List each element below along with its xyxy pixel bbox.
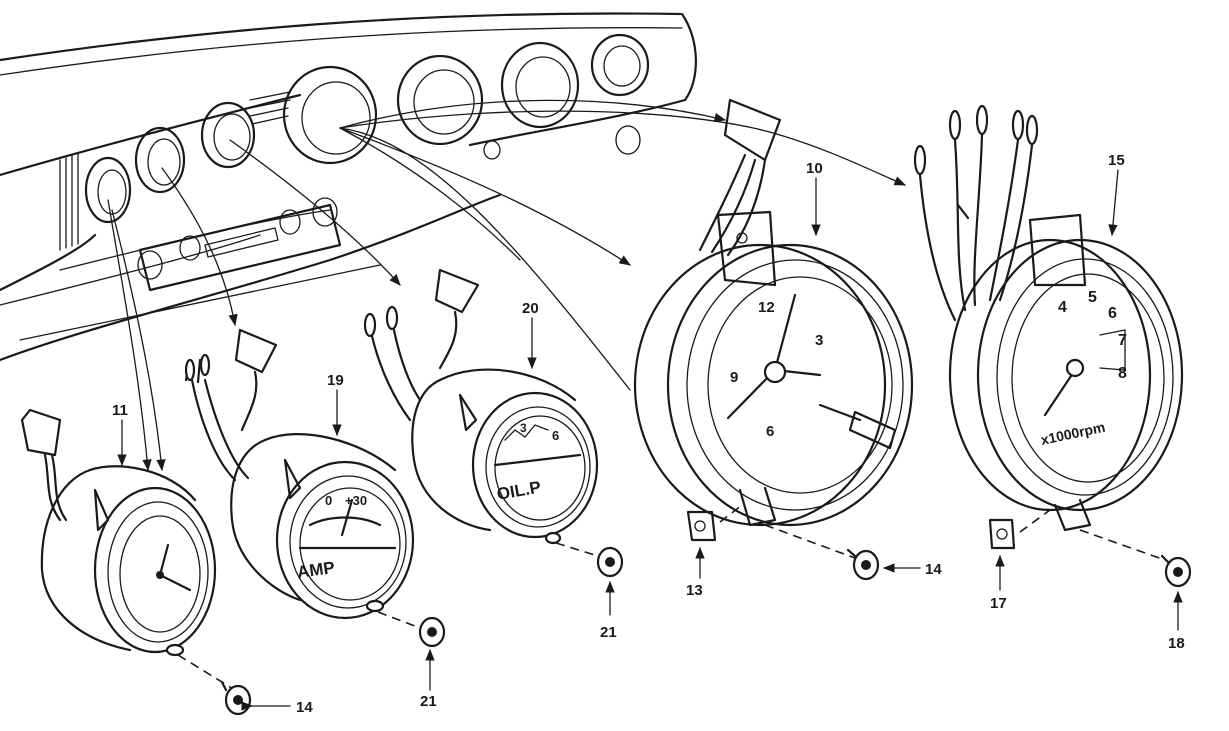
tach-number-5: 5 xyxy=(1088,289,1097,306)
clock-number-9: 9 xyxy=(730,369,738,386)
screw-21-left xyxy=(418,616,446,648)
gauge-amp-19 xyxy=(184,328,415,620)
clock10-screw-path xyxy=(764,524,856,559)
oil-screw-path xyxy=(555,542,599,557)
gauge-tach-15 xyxy=(913,104,1184,532)
callout-19: 19 xyxy=(327,372,344,389)
tach-number-7: 7 xyxy=(1118,332,1127,349)
callout-leaders xyxy=(117,169,1119,467)
callout-10: 10 xyxy=(806,160,823,177)
oil-dial-max: 6 xyxy=(552,428,559,443)
amp-screw-path xyxy=(377,611,421,629)
gauge-oil-20 xyxy=(363,268,599,545)
clock-number-3: 3 xyxy=(815,332,823,349)
callout-14-right: 14 xyxy=(925,561,942,578)
gauge-clock-10 xyxy=(633,98,914,527)
callout-14-left: 14 xyxy=(296,699,313,716)
dashboard-panel xyxy=(0,12,697,362)
clock-number-6: 6 xyxy=(766,423,774,440)
callout-15: 15 xyxy=(1108,152,1125,169)
callout-18: 18 xyxy=(1168,635,1185,652)
bracket-13-path xyxy=(719,504,743,523)
amp-dial-label: AMP xyxy=(296,558,336,582)
tach-number-8: 8 xyxy=(1118,365,1127,382)
callout-21-left: 21 xyxy=(420,693,437,710)
callout-13: 13 xyxy=(686,582,703,599)
screw-14-right xyxy=(846,548,880,581)
callout-20: 20 xyxy=(522,300,539,317)
callout-11: 11 xyxy=(112,402,128,419)
tach-number-6: 6 xyxy=(1108,305,1117,322)
oil-dial-label: OIL.P xyxy=(495,478,542,504)
screw-18 xyxy=(1160,554,1192,588)
tach-number-4: 4 xyxy=(1058,299,1067,316)
tach-unit-label: x1000rpm xyxy=(1039,419,1106,448)
bracket-17 xyxy=(988,518,1016,550)
callout-21-right: 21 xyxy=(600,624,617,641)
clock-number-12: 12 xyxy=(758,299,775,316)
bracket-17-path xyxy=(1019,509,1051,533)
amp-dial-zero: 0 xyxy=(325,493,332,508)
screw-14-left xyxy=(220,680,252,716)
gauge-clock-11 xyxy=(20,408,217,657)
dash-radio xyxy=(137,197,342,292)
dash-gauge-openings xyxy=(84,33,650,224)
leader-arrows xyxy=(107,99,907,472)
amp-dial-scale: +30 xyxy=(345,493,367,508)
callout-17: 17 xyxy=(990,595,1007,612)
screw-21-right xyxy=(596,546,624,578)
dash-vent xyxy=(59,91,291,251)
clock-screw-path xyxy=(177,654,236,691)
bracket-13 xyxy=(686,510,717,542)
tach-screw-path xyxy=(1079,529,1166,561)
oil-dial-mid: 3 xyxy=(520,421,527,435)
